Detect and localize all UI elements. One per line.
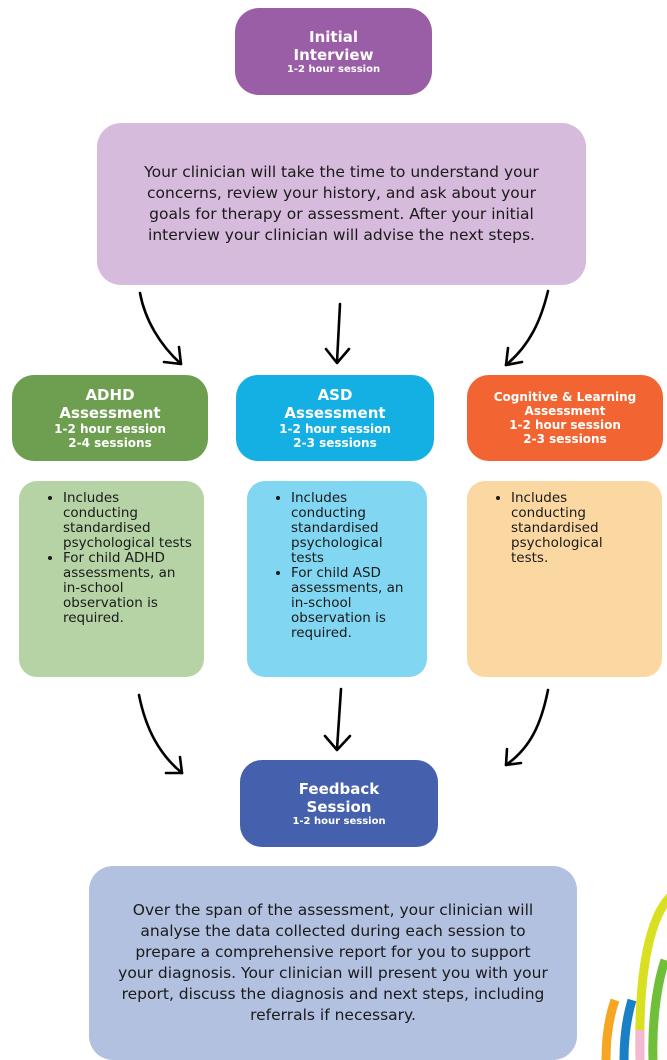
adhd-assessment-session: 1-2 hour session: [54, 422, 166, 436]
initial-interview-box: Initial Interview 1-2 hour session: [235, 8, 432, 95]
feedback-description: Over the span of the assessment, your cl…: [89, 866, 577, 1060]
adhd-assessment-title: ADHD Assessment: [59, 386, 161, 422]
arrow-asd-to-feedback: [335, 687, 343, 751]
cognitive-assessment-title: Cognitive & Learning Assessment: [493, 390, 637, 418]
arrow-head: [164, 755, 184, 775]
cognitive-assessment-count: 2-3 sessions: [523, 432, 607, 446]
arrow-to-cognitive: [504, 289, 550, 367]
arrow-to-adhd: [138, 291, 183, 366]
cognitive-details-list: Includes conducting standardised psychol…: [467, 491, 652, 566]
cognitive-assessment-session: 1-2 hour session: [509, 418, 621, 432]
adhd-assessment-box: ADHD Assessment 1-2 hour session 2-4 ses…: [12, 375, 208, 461]
adhd-assessment-count: 2-4 sessions: [68, 436, 152, 450]
arrow-cognitive-to-feedback: [504, 688, 550, 767]
asd-detail-item: Includes conducting standardised psychol…: [291, 491, 417, 566]
arrow-head: [504, 747, 523, 767]
adhd-detail-item: For child ADHD assessments, an in-school…: [63, 551, 194, 626]
feedback-session-box: Feedback Session 1-2 hour session: [240, 760, 438, 847]
asd-assessment-count: 2-3 sessions: [293, 436, 377, 450]
arrow-head: [162, 345, 183, 366]
asd-details-box: Includes conducting standardised psychol…: [247, 481, 427, 677]
cognitive-detail-item: Includes conducting standardised psychol…: [511, 491, 603, 566]
logo-mark: [601, 893, 667, 1060]
asd-assessment-box: ASD Assessment 1-2 hour session 2-3 sess…: [236, 375, 434, 461]
initial-interview-description: Your clinician will take the time to und…: [97, 123, 586, 285]
cognitive-assessment-box: Cognitive & Learning Assessment 1-2 hour…: [467, 375, 663, 461]
arrow-head: [323, 734, 352, 752]
feedback-session-session: 1-2 hour session: [292, 815, 386, 827]
adhd-detail-item: Includes conducting standardised psychol…: [63, 491, 194, 551]
asd-assessment-title: ASD Assessment: [284, 386, 386, 422]
arrow-head: [324, 347, 351, 365]
arrow-to-asd: [335, 302, 342, 364]
cognitive-details-box: Includes conducting standardised psychol…: [467, 481, 662, 677]
adhd-details-list: Includes conducting standardised psychol…: [19, 491, 194, 626]
asd-details-list: Includes conducting standardised psychol…: [247, 491, 417, 641]
adhd-details-box: Includes conducting standardised psychol…: [19, 481, 204, 677]
arrow-head: [504, 346, 524, 367]
asd-detail-item: For child ASD assessments, an in-school …: [291, 566, 417, 641]
asd-assessment-session: 1-2 hour session: [279, 422, 391, 436]
initial-interview-title: Initial Interview: [293, 27, 374, 64]
arrow-adhd-to-feedback: [137, 693, 184, 775]
feedback-session-title: Feedback Session: [298, 779, 380, 816]
initial-interview-session: 1-2 hour session: [286, 63, 381, 75]
